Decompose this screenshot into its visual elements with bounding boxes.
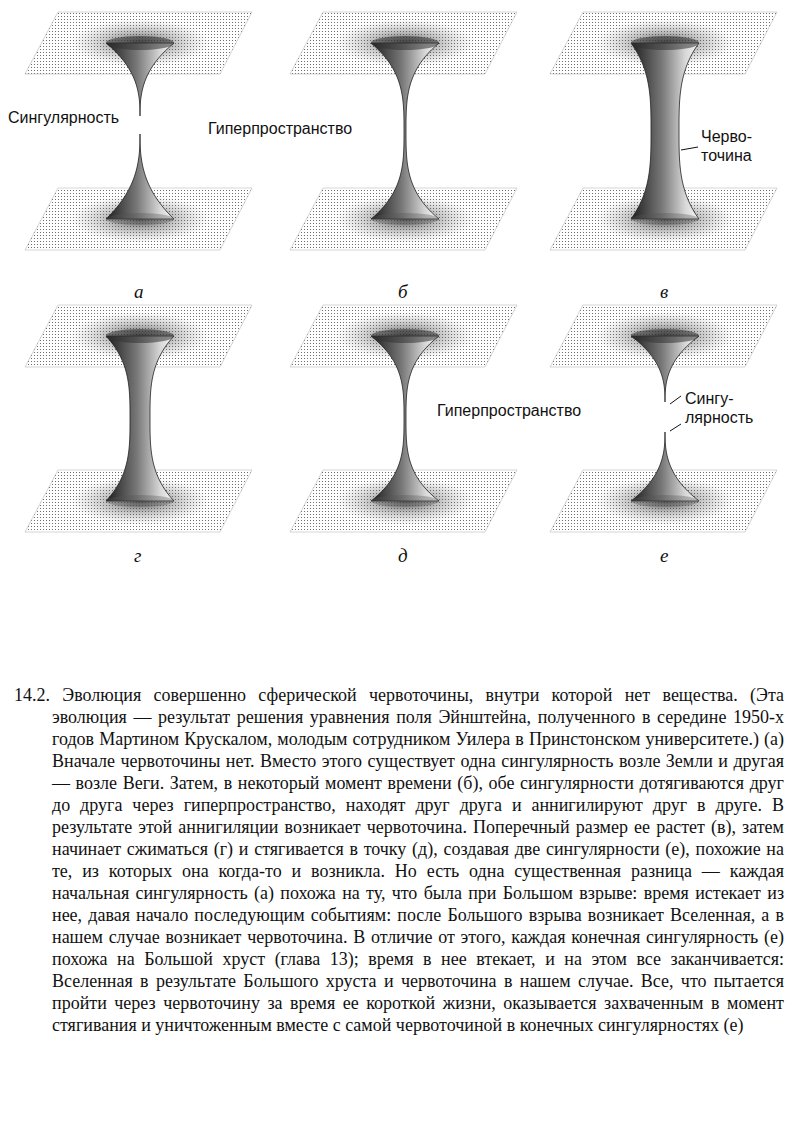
funnel-mouth (106, 329, 174, 343)
wormhole-tube (106, 336, 174, 501)
funnel-mouth (106, 495, 174, 507)
leader-line (681, 147, 698, 150)
panel-letter: б (398, 282, 408, 302)
singularity-cone (106, 43, 174, 116)
funnel-mouth (371, 36, 439, 50)
funnel-mouth (371, 329, 439, 343)
funnel-mouth (106, 213, 174, 225)
funnel-mouth (631, 213, 699, 225)
wormhole-tube (631, 43, 699, 219)
wormhole-panel (550, 305, 777, 532)
region-label: Гиперпространство (208, 119, 352, 138)
panel-letter: г (134, 546, 141, 566)
leader-line (670, 396, 681, 404)
panel-letter: д (398, 546, 408, 566)
funnel-mouth (371, 213, 439, 225)
singularity-cone (631, 432, 699, 501)
funnel-mouth (631, 329, 699, 343)
wormhole-panel (25, 305, 252, 532)
region-label: Гиперпространство (437, 401, 581, 420)
funnel-mouth (631, 495, 699, 507)
wormhole-tube (371, 336, 439, 501)
wormhole-tube (371, 43, 439, 219)
leader-line (670, 424, 681, 431)
singularity-cone (106, 134, 174, 219)
region-label: Черво- точина (701, 127, 765, 165)
region-label: Сингулярность (8, 108, 119, 127)
panel-letter: е (660, 546, 668, 566)
funnel-mouth (631, 36, 699, 50)
figure-caption: 14.2. Эволюция совершенно сферической че… (14, 684, 784, 1036)
region-label: Сингу- лярность (685, 389, 777, 427)
funnel-mouth (371, 495, 439, 507)
funnel-mouth (106, 36, 174, 50)
panel-letter: в (660, 282, 668, 302)
wormhole-panel (550, 12, 777, 250)
panel-letter: а (134, 282, 144, 302)
